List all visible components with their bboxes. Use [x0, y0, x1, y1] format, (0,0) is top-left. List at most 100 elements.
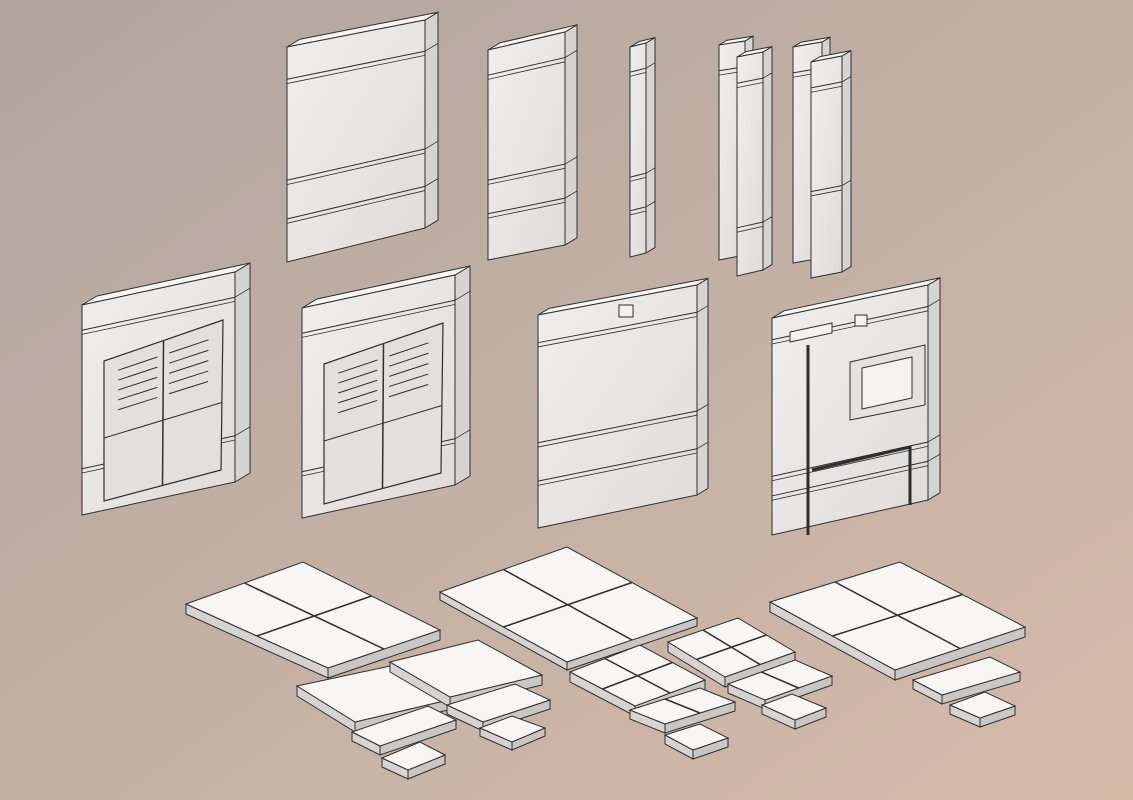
floor-tile: [184, 561, 442, 679]
groove-line: [537, 311, 698, 344]
groove-line: [736, 77, 764, 84]
groove-line: [736, 226, 764, 233]
door-seam: [381, 343, 385, 489]
groove-line: [537, 410, 698, 444]
groove-line: [286, 148, 426, 181]
groove-line: [629, 67, 647, 73]
door-vent-slat: [118, 376, 158, 391]
door-vent-slat: [338, 359, 378, 374]
tile-seam: [256, 595, 372, 637]
side-face: [762, 45, 773, 271]
floor-tile: [628, 687, 737, 734]
tile-seam: [696, 634, 767, 661]
groove-line: [537, 414, 698, 448]
groove-line: [629, 72, 647, 77]
groove-line: [487, 61, 566, 80]
tile-top: [478, 715, 547, 743]
door-panel-line: [323, 405, 443, 442]
floor-tile: [380, 741, 447, 780]
tile-seam: [503, 581, 633, 628]
groove-line: [537, 448, 698, 482]
tile-seam: [602, 661, 673, 690]
vent-square: [618, 304, 634, 318]
window-pane: [861, 356, 913, 410]
tile-top: [445, 683, 552, 723]
groove-line: [771, 445, 929, 482]
front-face: [537, 284, 698, 529]
floor-tile: [438, 546, 699, 671]
tile-seam: [832, 593, 963, 637]
wall-panel-large: [286, 11, 439, 263]
pillar-tapered-front: [736, 45, 773, 277]
groove-line: [286, 54, 426, 84]
groove-line: [629, 206, 647, 212]
groove-line: [301, 304, 456, 338]
groove-line: [771, 465, 929, 501]
floor-tile: [478, 715, 547, 751]
pillar-column-front: [810, 49, 852, 279]
door-frame-1: [81, 262, 251, 516]
wall-panel-medium: [487, 23, 578, 261]
groove-line: [810, 81, 843, 89]
side-face: [645, 36, 656, 254]
groove-line: [81, 296, 236, 331]
door-vent-slat: [389, 363, 429, 377]
groove-line: [487, 202, 566, 219]
tile-top: [350, 705, 458, 747]
front-face: [286, 19, 426, 263]
groove-line: [537, 316, 698, 348]
tile-top: [663, 723, 730, 751]
tile-top: [388, 639, 544, 698]
door-vent-slat: [338, 399, 378, 414]
groove-line: [629, 177, 647, 182]
groove-line: [286, 185, 426, 220]
door-frame-2: [301, 265, 471, 519]
groove-line: [487, 57, 566, 76]
door-vent-slat: [169, 360, 209, 374]
door-vent-slat: [389, 352, 429, 367]
groove-line: [286, 152, 426, 185]
groove-line: [286, 190, 426, 224]
door-vent-slat: [169, 339, 209, 354]
groove-line: [629, 172, 647, 178]
door-vent-slat: [338, 379, 378, 394]
groove-line: [736, 82, 764, 89]
groove-line: [487, 197, 566, 215]
door-vent-slat: [388, 383, 429, 398]
side-face: [927, 276, 941, 501]
tile-top: [911, 656, 1022, 696]
floor-tiles: [184, 546, 1027, 780]
door-vent-slat: [338, 389, 378, 404]
front-face: [487, 31, 566, 261]
door-vent-slat: [168, 370, 209, 385]
groove-line: [810, 189, 843, 197]
tile-top: [948, 691, 1017, 719]
tile-seam: [761, 671, 799, 689]
wall-pieces: [81, 11, 941, 536]
tile-seam: [664, 698, 701, 714]
groove-line: [487, 163, 566, 181]
door-vent-slat: [338, 369, 378, 384]
groove-line: [81, 301, 236, 335]
door-vent-slat: [118, 386, 158, 401]
front-face: [629, 42, 647, 258]
door-vent-slat: [118, 366, 158, 381]
pillar-thin: [629, 36, 656, 258]
door-vent-slat: [388, 373, 429, 388]
side-face: [841, 49, 852, 273]
groove-line: [487, 167, 566, 185]
vent-square: [854, 314, 868, 327]
floor-tile: [948, 691, 1017, 728]
pipe: [811, 445, 912, 505]
groove-line: [810, 85, 843, 93]
door-vent-slat: [118, 396, 158, 411]
front-face: [810, 55, 843, 279]
floor-tile: [911, 656, 1022, 705]
groove-line: [736, 221, 764, 229]
door-vent-slat: [168, 380, 209, 395]
door-vent-slat: [169, 349, 209, 364]
groove-line: [286, 50, 426, 80]
floor-tile: [760, 693, 828, 730]
tile-top: [760, 693, 828, 721]
